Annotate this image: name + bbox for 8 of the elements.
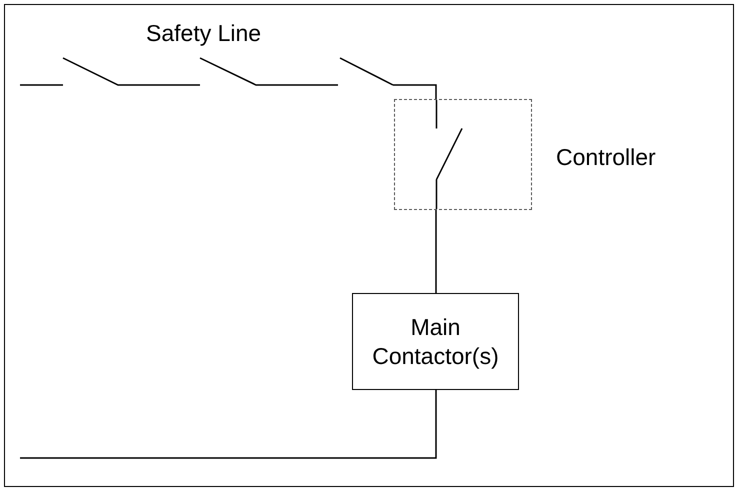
controller-box [394, 99, 532, 210]
node-caption: Controller [556, 144, 656, 171]
node-label: Main Contactor(s) [371, 312, 500, 370]
line-label: Safety Line [146, 20, 262, 47]
wire [393, 84, 437, 99]
contactor-box [352, 293, 519, 390]
wire [435, 210, 437, 293]
wire [20, 390, 437, 459]
